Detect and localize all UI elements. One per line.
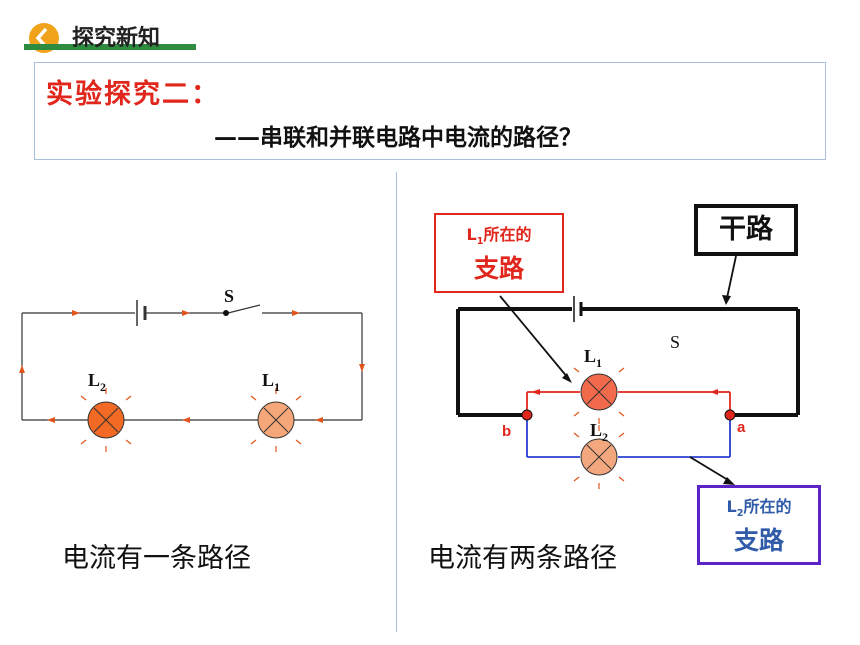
switch-pivot [223,310,229,316]
callout-trunk: 干路 [694,204,798,256]
node-b [521,409,533,421]
pointer-arrows [499,255,737,485]
lamp-l1-icon [573,360,625,424]
lamp-l1-icon [250,388,302,452]
page-subtitle: ——串联和并联电路中电流的路径？ [214,125,582,151]
lamp-l2-icon [573,425,625,489]
lamp-l2-label: L2 [590,420,608,444]
callout-l2-caption: L2所在的 [726,497,792,520]
current-arrow [531,389,540,395]
lamp-l1-label: L1 [262,370,280,394]
title-box [34,62,826,160]
column-divider [396,172,397,632]
parallel-caption: 电流有两条路径 [428,543,617,574]
switch-label: S [670,332,680,352]
battery-icon [573,296,583,322]
page-title: 实验探究二： [46,79,220,110]
section-label: 探究新知 [72,26,161,51]
series-caption: 电流有一条路径 [62,543,251,574]
lamp-l2-icon [80,388,132,452]
current-arrows [19,310,365,423]
series-circuit-diagram: S L2 L1 [19,286,365,452]
header-underline [24,44,196,50]
callout-l1-branch: L1所在的 支路 [434,213,564,293]
current-arrow [710,389,718,395]
node-b-label: b [502,423,511,440]
lamp-l2-label: L2 [88,370,106,394]
callout-l2-branch: L2所在的 支路 [697,485,821,565]
node-a-label: a [737,419,746,436]
node-a [724,409,736,421]
callout-l1-caption: L1所在的 [466,225,532,248]
switch-label: S [224,286,234,306]
battery-icon [136,300,147,326]
callout-l1-main: 支路 [473,254,524,284]
callout-l2-main: 支路 [733,526,784,556]
lamp-l1-label: L1 [584,346,602,370]
